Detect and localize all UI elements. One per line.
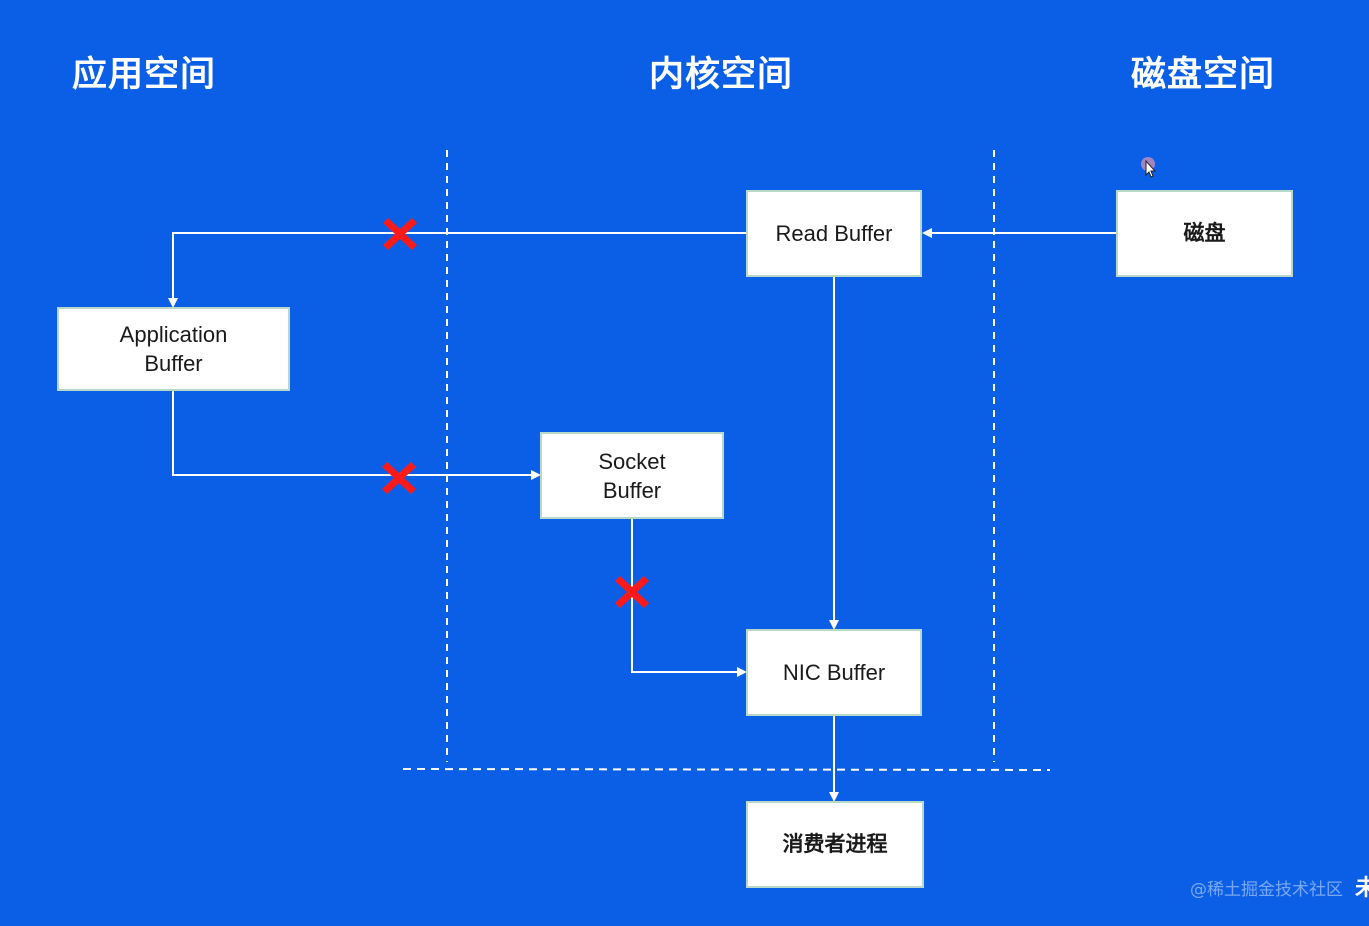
application-buffer-line2: Buffer: [144, 351, 203, 376]
application-buffer-node: Application Buffer: [57, 307, 290, 391]
app-space-title: 应用空间: [72, 55, 217, 95]
red-x-icon: [383, 218, 417, 250]
disk-space-title: 磁盘空间: [1131, 55, 1276, 95]
socket-buffer-node: Socket Buffer: [540, 432, 724, 519]
read-buffer-label: Read Buffer: [775, 221, 893, 246]
red-x-icon: [382, 462, 416, 494]
read-buffer-node: Read Buffer: [746, 190, 922, 277]
application-buffer-line1: Application: [119, 322, 228, 347]
arrow-socket-buffer-to-nic-buffer: [631, 518, 747, 677]
consumer-process-node: 消费者进程: [746, 801, 924, 888]
watermark: @稀土掘金技术社区: [1190, 880, 1343, 900]
edge-glyph: 未: [1354, 876, 1369, 901]
nic-buffer-label: NIC Buffer: [782, 660, 886, 685]
disk-label: 磁盘: [1183, 221, 1226, 245]
arrow-read-buffer-to-application-buffer: [168, 232, 746, 308]
nic-buffer-node: NIC Buffer: [746, 629, 922, 716]
mouse-cursor-icon: [1141, 157, 1157, 178]
consumer-process-label: 消费者进程: [782, 832, 888, 856]
kernel-bottom-divider: [402, 768, 1051, 771]
socket-buffer-line1: Socket: [598, 448, 666, 474]
arrow-application-buffer-to-socket-buffer: [172, 390, 541, 480]
socket-buffer-label: Socket Buffer: [592, 447, 671, 505]
socket-buffer-line2: Buffer: [602, 477, 662, 503]
red-x-icon: [615, 576, 649, 608]
kernel-space-title: 内核空间: [649, 55, 794, 95]
disk-node: 磁盘: [1116, 190, 1293, 277]
application-buffer-label: Application Buffer: [114, 320, 234, 378]
